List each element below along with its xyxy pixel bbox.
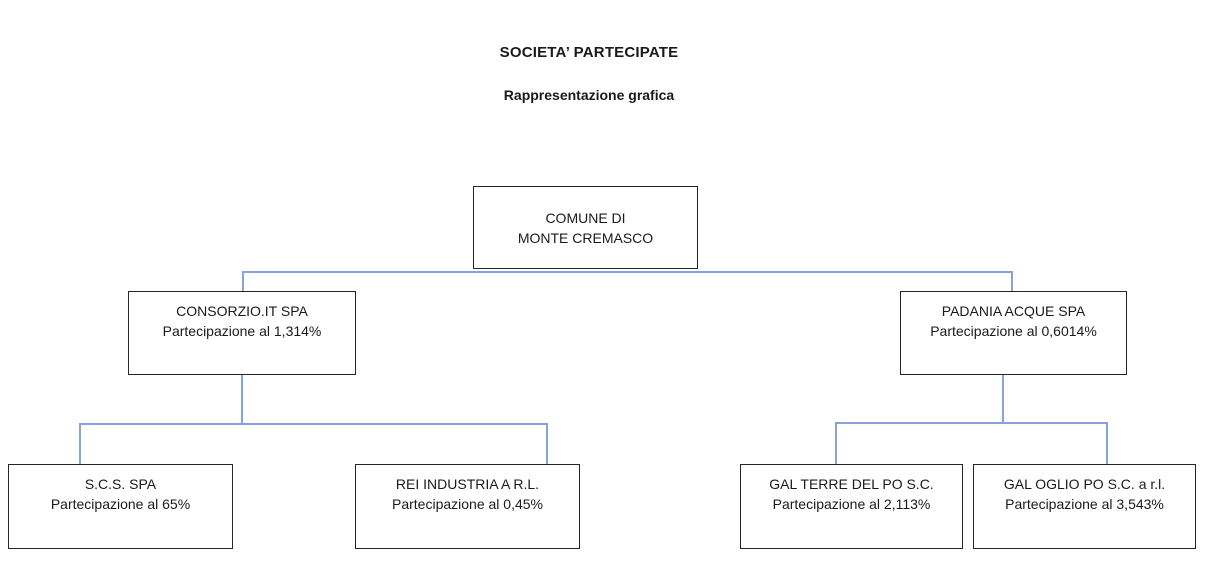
connector-consorzio-to-scs	[79, 423, 81, 464]
connector-consorzio-to-rei	[546, 423, 548, 464]
node-gal-terre-del-po: GAL TERRE DEL PO S.C. Partecipazione al …	[740, 464, 963, 549]
node-name: REI INDUSTRIA A R.L.	[395, 476, 540, 492]
connector-padania-to-gal-terre	[835, 422, 837, 464]
node-share: Partecipazione al 2,113%	[772, 496, 931, 512]
node-share: Partecipazione al 0,45%	[392, 496, 543, 512]
node-name-line1: COMUNE DI	[545, 209, 626, 226]
connector-padania-stub	[1002, 375, 1004, 422]
node-scs-spa: S.C.S. SPA Partecipazione al 65%	[8, 464, 233, 549]
page-subtitle: Rappresentazione grafica	[503, 87, 675, 103]
connector-consorzio-horizontal	[79, 423, 548, 425]
node-name: GAL OGLIO PO S.C. a r.l.	[1003, 476, 1166, 492]
node-share: Partecipazione al 1,314%	[162, 323, 322, 339]
connector-root-horizontal	[242, 271, 1013, 273]
node-share: Partecipazione al 3,543%	[1005, 496, 1164, 512]
node-consorzio-it-spa: CONSORZIO.IT SPA Partecipazione al 1,314…	[128, 291, 356, 375]
connector-root-to-padania	[1011, 271, 1013, 291]
node-gal-oglio-po: GAL OGLIO PO S.C. a r.l. Partecipazione …	[973, 464, 1196, 549]
node-name: S.C.S. SPA	[84, 476, 157, 492]
node-name: PADANIA ACQUE SPA	[941, 303, 1086, 319]
node-name: GAL TERRE DEL PO S.C.	[769, 476, 934, 492]
connector-padania-to-gal-oglio	[1106, 422, 1108, 464]
node-share: Partecipazione al 65%	[50, 496, 191, 512]
page-title: SOCIETA’ PARTECIPATE	[499, 44, 679, 61]
connector-padania-horizontal	[835, 422, 1108, 424]
connector-root-to-consorzio	[242, 271, 244, 291]
node-padania-acque-spa: PADANIA ACQUE SPA Partecipazione al 0,60…	[900, 291, 1127, 375]
connector-consorzio-stub	[241, 375, 243, 423]
node-comune-di-monte-cremasco: COMUNE DI MONTE CREMASCO	[473, 186, 698, 269]
node-share: Partecipazione al 0,6014%	[930, 323, 1097, 339]
node-rei-industria: REI INDUSTRIA A R.L. Partecipazione al 0…	[355, 464, 580, 549]
node-name-line2: MONTE CREMASCO	[517, 229, 654, 246]
node-name: CONSORZIO.IT SPA	[176, 303, 308, 319]
